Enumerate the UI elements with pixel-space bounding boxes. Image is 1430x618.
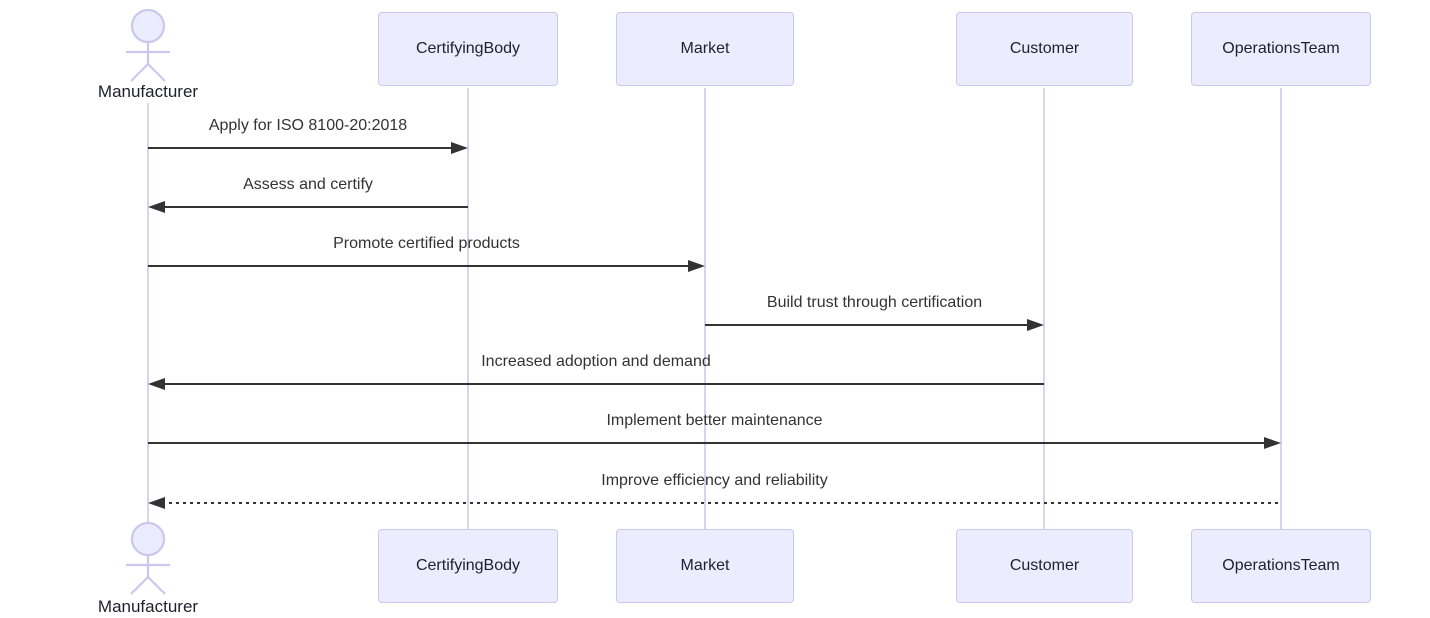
message-3: Promote certified products: [148, 235, 705, 275]
message-4-line: [705, 324, 1030, 326]
message-3-label: Promote certified products: [333, 235, 520, 252]
message-1: Apply for ISO 8100-20:2018: [148, 117, 468, 157]
message-3-line: [148, 265, 691, 267]
participant-customer-bottom: Customer: [956, 529, 1133, 603]
message-1-line: [148, 147, 454, 149]
lifeline-operationsteam: [1280, 88, 1282, 529]
message-2-line: [162, 206, 468, 208]
actor-label-manufacturer-top: Manufacturer: [97, 82, 199, 101]
actor-figure-bottom-icon: [126, 521, 170, 595]
participant-operationsteam-bottom: OperationsTeam: [1191, 529, 1371, 603]
lifeline-market: [704, 88, 706, 529]
message-4-label: Build trust through certification: [766, 294, 983, 311]
message-7-line: [162, 502, 1281, 504]
message-4: Build trust through certification: [705, 294, 1044, 334]
message-5-line: [162, 383, 1044, 385]
actor-label-manufacturer-bottom: Manufacturer: [97, 597, 199, 616]
message-4-arrowhead-icon: [1027, 319, 1044, 331]
message-3-arrowhead-icon: [688, 260, 705, 272]
message-6-line: [148, 442, 1267, 444]
message-6-arrowhead-icon: [1264, 437, 1281, 449]
message-6: Implement better maintenance: [148, 412, 1281, 452]
participant-customer-top: Customer: [956, 12, 1133, 86]
message-7-label: Improve efficiency and reliability: [601, 472, 828, 489]
message-5-label: Increased adoption and demand: [481, 353, 711, 370]
message-1-arrowhead-icon: [451, 142, 468, 154]
message-5: Increased adoption and demand: [148, 353, 1044, 393]
message-1-label: Apply for ISO 8100-20:2018: [208, 117, 408, 134]
message-2: Assess and certify: [148, 176, 468, 216]
lifeline-manufacturer: [147, 103, 149, 523]
participant-market-bottom: Market: [616, 529, 794, 603]
message-7-arrowhead-icon: [148, 497, 165, 509]
message-5-arrowhead-icon: [148, 378, 165, 390]
participant-operationsteam-top: OperationsTeam: [1191, 12, 1371, 86]
message-2-arrowhead-icon: [148, 201, 165, 213]
message-7: Improve efficiency and reliability: [148, 472, 1281, 512]
lifeline-customer: [1043, 88, 1045, 529]
participant-market-top: Market: [616, 12, 794, 86]
message-2-label: Assess and certify: [243, 176, 373, 193]
participant-certifyingbody-bottom: CertifyingBody: [378, 529, 558, 603]
participant-certifyingbody-top: CertifyingBody: [378, 12, 558, 86]
lifeline-certifyingbody: [467, 88, 469, 529]
message-6-label: Implement better maintenance: [606, 412, 823, 429]
actor-figure-icon: [126, 8, 170, 82]
